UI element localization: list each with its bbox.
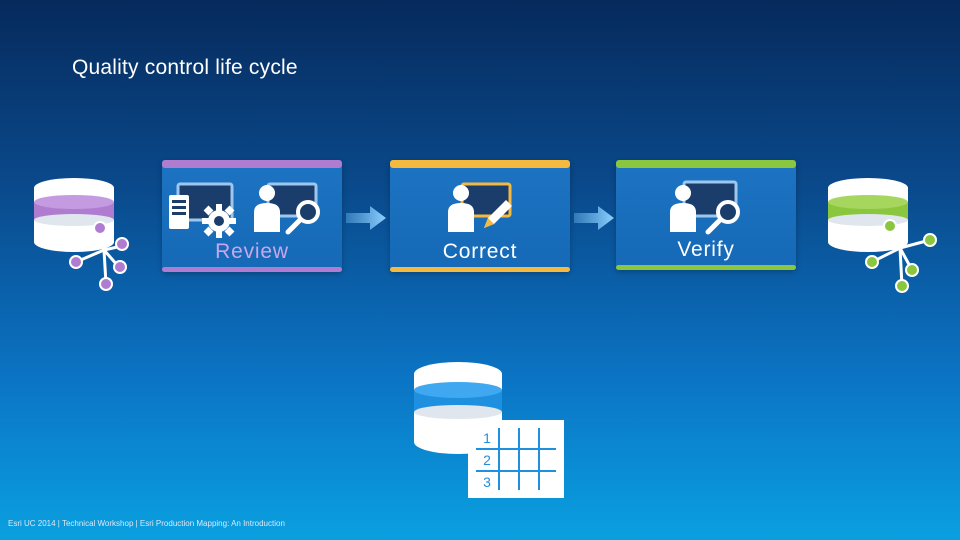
server-icon (169, 195, 189, 229)
arrow-right-icon (346, 206, 386, 230)
network-graph-icon-output (865, 219, 937, 293)
slide-footer: Esri UC 2014 | Technical Workshop | Esri… (8, 519, 285, 528)
person-icon (448, 185, 474, 232)
stage-accent-bar (162, 160, 342, 168)
gear-icon (202, 204, 236, 238)
stage-accent-bar (162, 267, 342, 272)
stage-review: Review (162, 160, 342, 272)
person-icon (254, 185, 280, 232)
stage-accent-bar (616, 265, 796, 270)
stage-correct: Correct (390, 160, 570, 272)
table-icon: 1 2 3 (468, 420, 564, 498)
magnifier-icon (285, 200, 320, 235)
table-row-number: 2 (476, 450, 498, 470)
stage-accent-bar (390, 160, 570, 168)
magnifier-icon (705, 200, 740, 235)
person-icon (670, 185, 696, 232)
stage-label: Review (215, 240, 289, 263)
stage-accent-bar (616, 160, 796, 168)
arrow-right-icon (574, 206, 614, 230)
database-icon-source (34, 178, 114, 252)
stage-label: Correct (442, 240, 518, 263)
database-icon-output (828, 178, 908, 252)
stage-accent-bar (390, 267, 570, 272)
stage-verify: Verify (616, 160, 796, 270)
network-graph-icon-source (69, 221, 129, 291)
stage-label: Verify (677, 238, 735, 261)
table-row-number: 1 (476, 428, 498, 448)
table-row-number: 3 (476, 472, 498, 492)
pencil-icon (484, 200, 512, 228)
slide-title: Quality control life cycle (72, 56, 298, 79)
